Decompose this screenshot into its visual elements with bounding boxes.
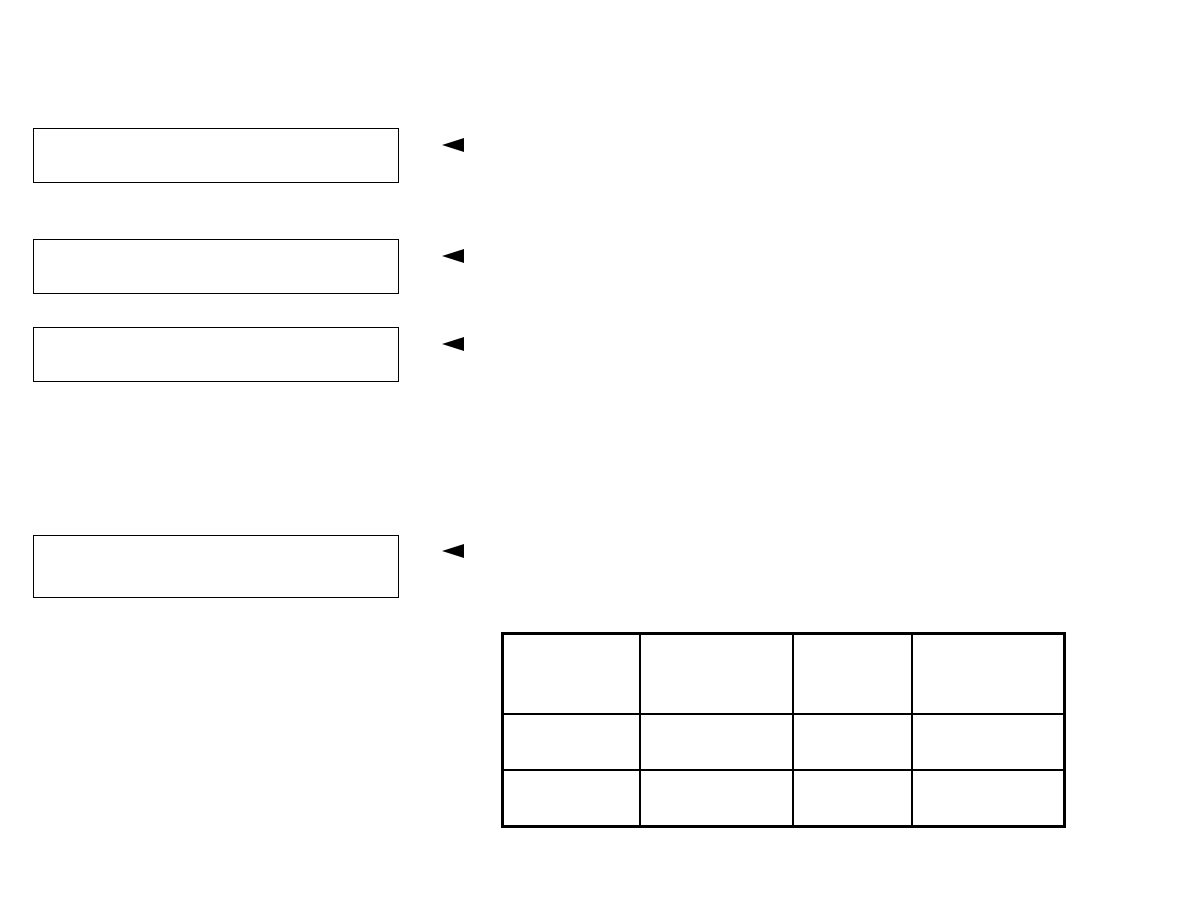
text-box-1[interactable]	[33, 128, 399, 183]
table-cell	[791, 713, 913, 771]
text-box-2[interactable]	[33, 239, 399, 294]
table-header-cell	[791, 632, 913, 715]
table-cell	[910, 713, 1066, 771]
table-header-cell	[910, 632, 1066, 715]
table-row	[501, 769, 1066, 828]
table-header-cell	[638, 632, 794, 715]
table-cell	[501, 769, 641, 828]
table-cell	[638, 713, 794, 771]
table-row	[501, 713, 1066, 771]
left-arrow-icon	[442, 249, 464, 263]
table-cell	[501, 713, 641, 771]
text-box-4[interactable]	[33, 535, 399, 598]
table-cell	[910, 769, 1066, 828]
table-cell	[638, 769, 794, 828]
left-arrow-icon	[442, 337, 464, 351]
text-box-3[interactable]	[33, 327, 399, 382]
table-header-row	[501, 632, 1066, 715]
left-arrow-icon	[442, 138, 464, 152]
data-table	[501, 632, 1066, 828]
table-header-cell	[501, 632, 641, 715]
table-cell	[791, 769, 913, 828]
left-arrow-icon	[442, 544, 464, 558]
